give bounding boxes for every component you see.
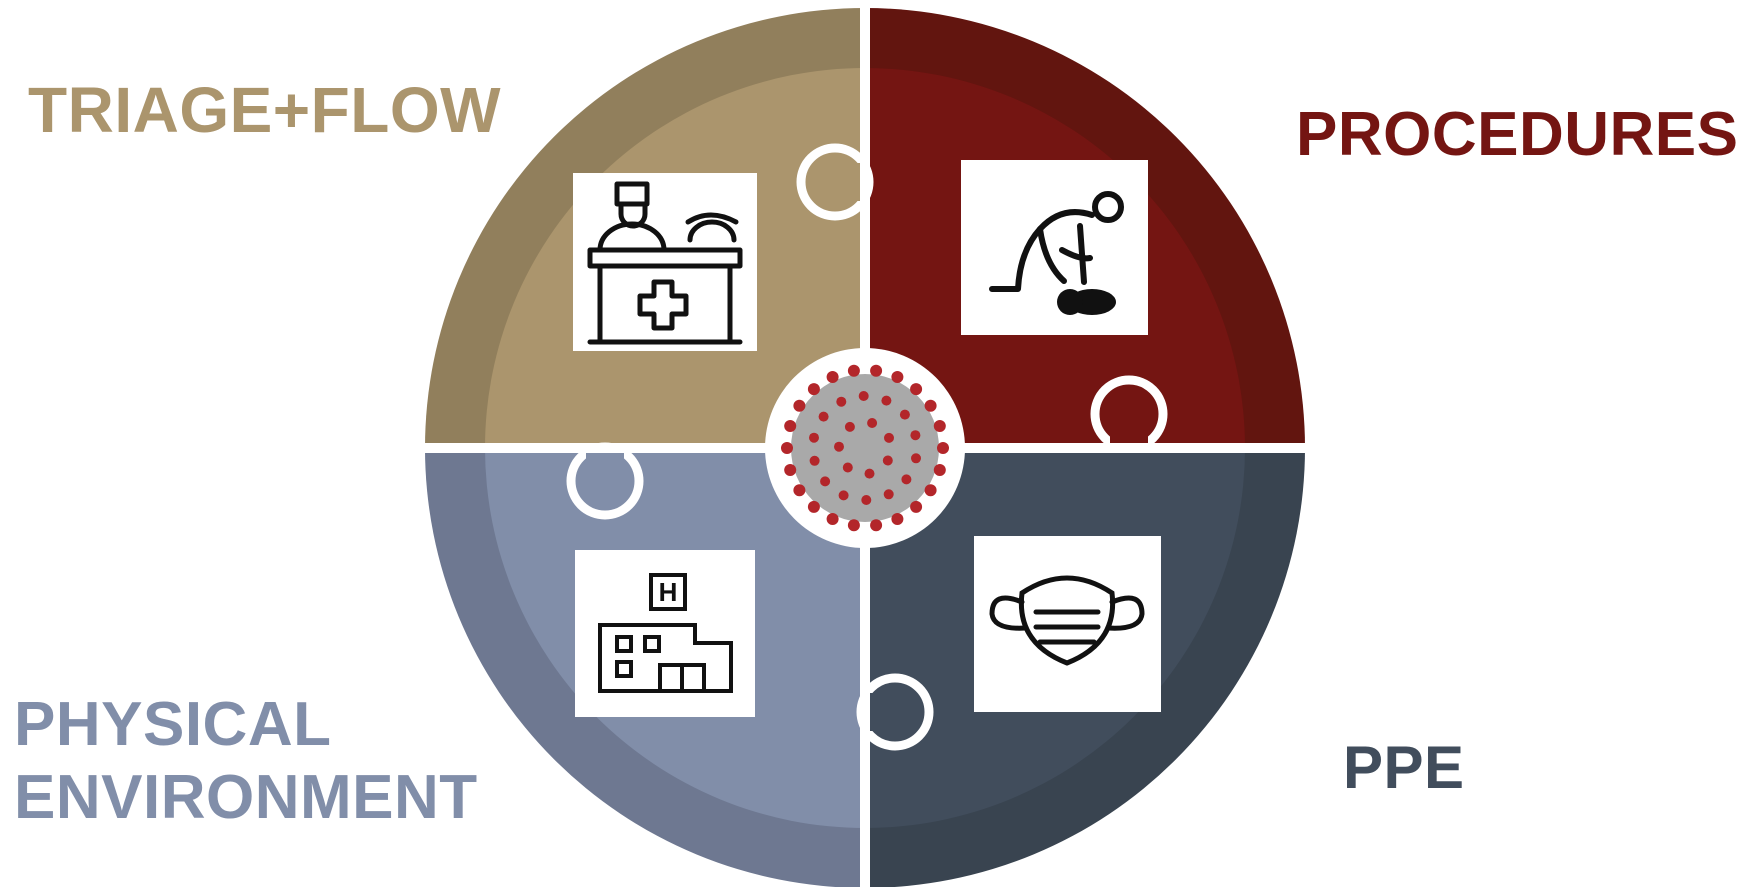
virus-spike [861, 495, 872, 505]
virus-spike [784, 464, 797, 476]
physical-environment-label: PHYSICAL ENVIRONMENT [14, 688, 478, 834]
virus-spike [933, 464, 946, 476]
virus-spike [781, 442, 793, 454]
virus-spike [883, 489, 894, 500]
virus-spike [937, 442, 949, 454]
face-mask-icon [974, 536, 1161, 712]
reception-desk-nurse-icon [573, 173, 757, 351]
virus-spike [882, 455, 893, 466]
virus-spike [844, 421, 855, 432]
virus-spike [807, 383, 820, 396]
virus-spike [818, 411, 829, 422]
virus-spike [884, 432, 894, 443]
virus-spike [838, 490, 849, 501]
virus-spike [924, 399, 937, 412]
procedures-label: PROCEDURES [1296, 100, 1739, 169]
virus-spike [901, 474, 912, 485]
virus-spike [867, 418, 878, 428]
hospital-sign-letter: H [659, 577, 678, 607]
virus-spike [933, 420, 946, 432]
virus-spike [910, 500, 923, 513]
hospital-building-icon: H [575, 550, 755, 717]
virus-spike [924, 484, 937, 497]
virus-spike [836, 396, 847, 407]
virus-spike [891, 513, 904, 525]
virus-spike [847, 364, 860, 377]
triage-flow-label: TRIAGE+FLOW [28, 74, 502, 146]
physical-label-line2: ENVIRONMENT [14, 763, 478, 833]
virus-spike [793, 484, 806, 497]
virus-spike [910, 383, 923, 396]
virus-spike [899, 409, 910, 420]
virus-spike [910, 430, 921, 441]
ppe-label: PPE [1343, 734, 1465, 801]
virus-spike [820, 476, 831, 487]
cpr-person-icon [961, 160, 1148, 335]
virus-spike [911, 453, 921, 464]
virus-spike [807, 500, 820, 513]
virus-spike [834, 441, 844, 452]
physical-label-line1: PHYSICAL [14, 690, 332, 759]
virus-spike [870, 364, 883, 377]
virus-spike [858, 391, 869, 401]
virus-spike [891, 371, 904, 383]
virus-spike [842, 462, 853, 473]
virus-spike [870, 519, 883, 532]
virus-spike [864, 468, 875, 479]
virus-spike [793, 399, 806, 412]
coronavirus-icon [765, 348, 965, 548]
virus-spike [809, 455, 820, 466]
virus-spike [784, 420, 797, 432]
virus-spike [847, 519, 860, 532]
virus-spike [881, 395, 892, 406]
virus-spike [826, 371, 839, 383]
virus-spike [809, 432, 819, 443]
virus-spike [826, 513, 839, 525]
